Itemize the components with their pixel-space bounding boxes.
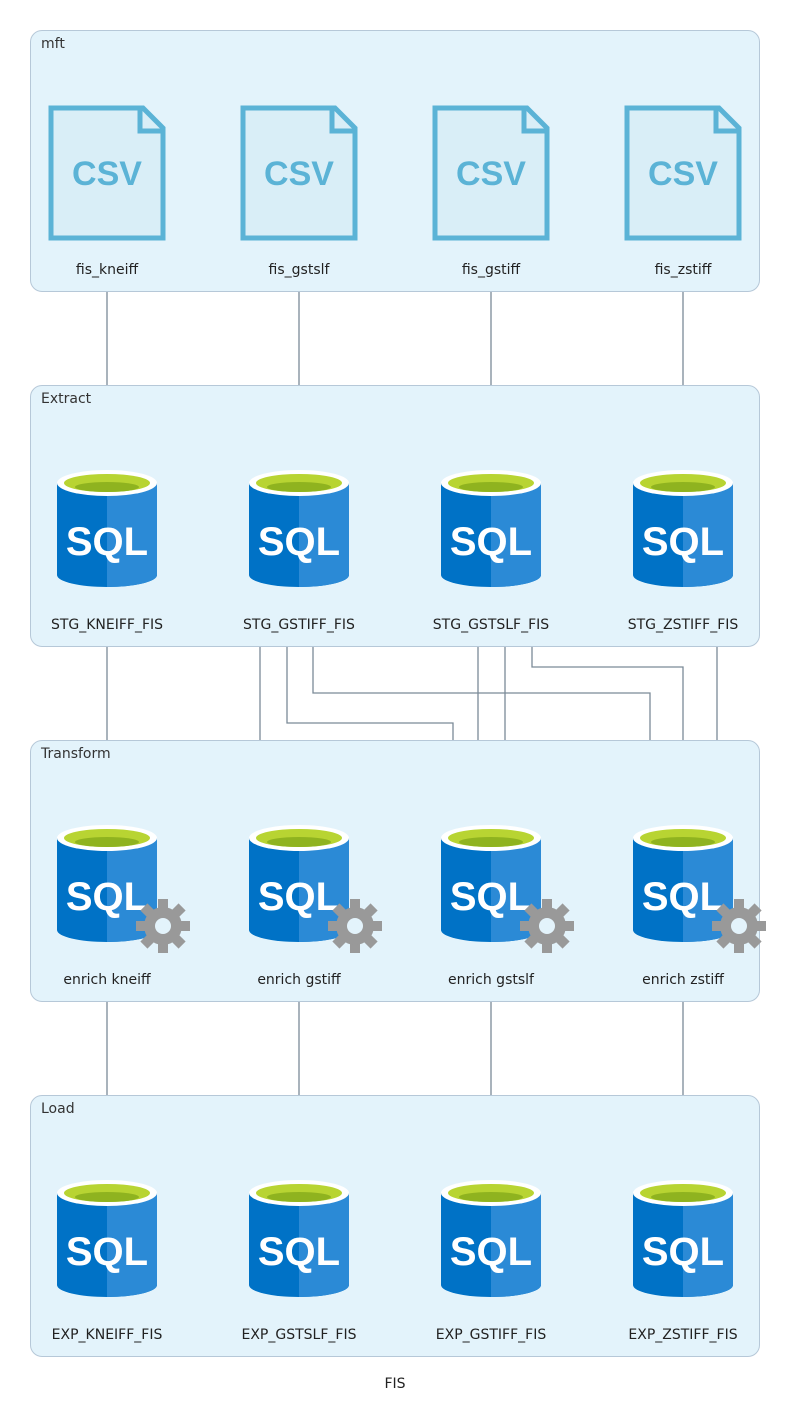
sql-gear-icon: SQL (439, 818, 579, 958)
node-label: fis_gstslf (268, 262, 330, 278)
svg-text:SQL: SQL (66, 875, 148, 919)
edge-arrow (312, 637, 656, 780)
node-label: EXP_GSTIFF_FIS (435, 1327, 547, 1343)
node-label: EXP_ZSTIFF_FIS (628, 1327, 738, 1343)
svg-text:SQL: SQL (258, 875, 340, 919)
cluster-label: Transform (41, 746, 111, 762)
sql-gear-icon: SQL (631, 818, 771, 958)
svg-text:SQL: SQL (642, 875, 724, 919)
svg-text:SQL: SQL (258, 520, 340, 564)
svg-text:CSV: CSV (72, 155, 142, 193)
sql-database-icon: SQL (439, 1173, 543, 1313)
svg-text:CSV: CSV (264, 155, 334, 193)
sql-database-icon: SQL (439, 463, 543, 603)
cluster-label: Load (41, 1101, 75, 1117)
node-label: enrich gstiff (257, 972, 341, 988)
csv-file-icon: CSV (624, 105, 742, 245)
svg-text:SQL: SQL (642, 520, 724, 564)
sql-database-icon: SQL (55, 463, 159, 603)
cluster-label: mft (41, 36, 65, 52)
sql-database-icon: SQL (247, 463, 351, 603)
svg-text:SQL: SQL (450, 520, 532, 564)
node-label: STG_KNEIFF_FIS (50, 617, 164, 633)
node-label: EXP_GSTSLF_FIS (241, 1327, 357, 1343)
sql-database-icon: SQL (55, 1173, 159, 1313)
svg-text:SQL: SQL (258, 1230, 340, 1274)
svg-text:SQL: SQL (450, 1230, 532, 1274)
node-label: fis_gstiff (461, 262, 521, 278)
node-label: EXP_KNEIFF_FIS (51, 1327, 163, 1343)
diagram-caption: FIS (384, 1376, 406, 1392)
svg-text:SQL: SQL (450, 875, 532, 919)
sql-gear-icon: SQL (55, 818, 195, 958)
node-label: enrich gstslf (448, 972, 534, 988)
csv-file-icon: CSV (240, 105, 358, 245)
svg-text:CSV: CSV (648, 155, 718, 193)
node-label: STG_GSTSLF_FIS (432, 617, 550, 633)
svg-text:SQL: SQL (642, 1230, 724, 1274)
sql-database-icon: SQL (247, 1173, 351, 1313)
node-label: STG_ZSTIFF_FIS (627, 617, 739, 633)
svg-text:CSV: CSV (456, 155, 526, 193)
sql-database-icon: SQL (631, 1173, 735, 1313)
node-label: STG_GSTIFF_FIS (243, 617, 355, 633)
cluster-label: Extract (41, 391, 92, 407)
node-label: fis_kneiff (75, 262, 139, 278)
sql-gear-icon: SQL (247, 818, 387, 958)
svg-text:SQL: SQL (66, 1230, 148, 1274)
node-label: enrich zstiff (642, 972, 724, 988)
sql-database-icon: SQL (631, 463, 735, 603)
node-label: fis_zstiff (654, 262, 712, 278)
csv-file-icon: CSV (48, 105, 166, 245)
csv-file-icon: CSV (432, 105, 550, 245)
edge-arrow (531, 637, 689, 780)
node-label: enrich kneiff (63, 972, 151, 988)
svg-text:SQL: SQL (66, 520, 148, 564)
